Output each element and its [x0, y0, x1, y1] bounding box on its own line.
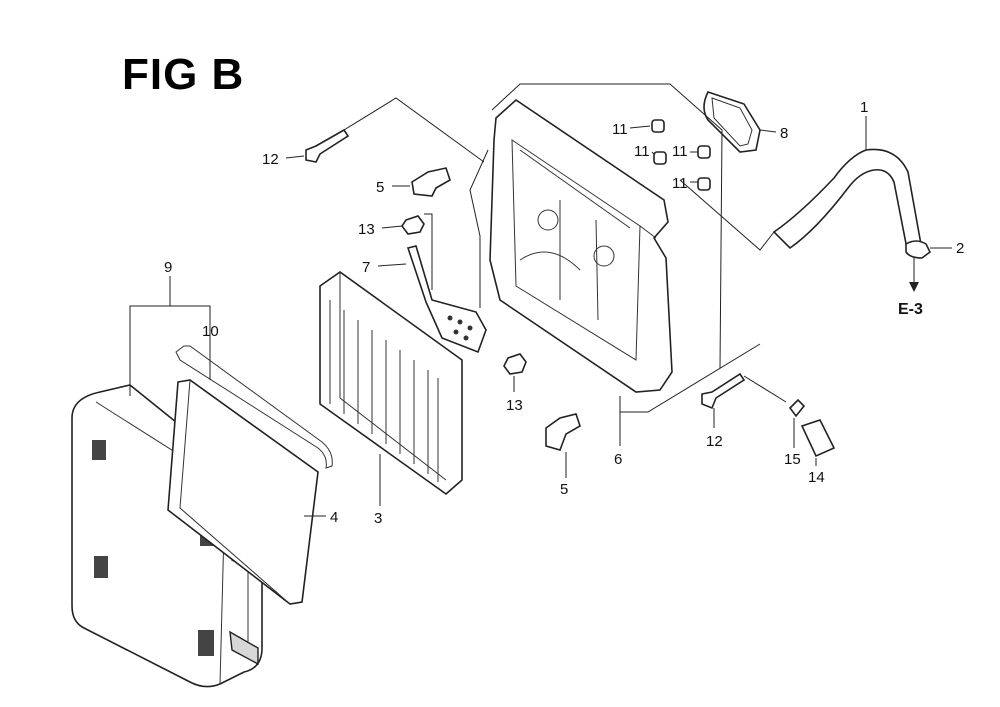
gasket-wire[interactable] [175, 345, 333, 469]
hose-clip[interactable] [905, 240, 932, 259]
callout-9: 9 [164, 259, 172, 276]
callout-1: 1 [860, 99, 868, 116]
bolt-lower[interactable] [701, 372, 746, 410]
callout-13-upper: 13 [358, 221, 375, 238]
filter-element[interactable] [167, 379, 319, 605]
small-clip[interactable] [788, 398, 806, 418]
callout-labels: 1 2 3 4 5 5 6 7 8 9 10 11 11 11 11 12 12… [164, 99, 964, 527]
callout-8: 8 [780, 125, 788, 142]
callout-15: 15 [784, 451, 801, 468]
clip-lower[interactable] [545, 413, 581, 451]
callout-7: 7 [362, 259, 370, 276]
reference-arrow [909, 282, 919, 292]
figure-title: FIG B [122, 50, 245, 99]
callout-13-lower: 13 [506, 397, 523, 414]
bolt-upper[interactable] [305, 128, 350, 163]
reference-label: E-3 [898, 301, 923, 318]
nut-upper[interactable] [401, 215, 425, 235]
bracket[interactable] [406, 245, 487, 354]
clip-upper[interactable] [411, 167, 451, 197]
grommet-1[interactable] [651, 119, 665, 133]
grommet-4[interactable] [697, 177, 711, 191]
callout-5-lower: 5 [560, 481, 568, 498]
callout-14: 14 [808, 469, 825, 486]
callout-2: 2 [956, 240, 964, 257]
callout-12-upper: 12 [262, 151, 279, 168]
callout-12-lower: 12 [706, 433, 723, 450]
callout-11-a: 11 [612, 121, 628, 138]
leader-lines [129, 83, 952, 517]
filter-pleats [329, 300, 439, 482]
drain-plug[interactable] [800, 419, 836, 458]
nut-lower[interactable] [503, 353, 527, 375]
callout-6: 6 [614, 451, 622, 468]
callout-4: 4 [330, 509, 338, 526]
air-cleaner-case[interactable] [489, 98, 673, 393]
pleated-filter[interactable] [319, 271, 463, 496]
callout-5-upper: 5 [376, 179, 384, 196]
callout-10: 10 [202, 323, 219, 340]
callout-3: 3 [374, 510, 382, 527]
callout-11-c: 11 [672, 143, 688, 160]
callout-11-d: 11 [672, 175, 688, 192]
callout-11-b: 11 [634, 143, 650, 160]
breather-tube[interactable] [772, 148, 923, 256]
grommet-3[interactable] [697, 145, 711, 159]
grommet-2[interactable] [653, 151, 667, 165]
